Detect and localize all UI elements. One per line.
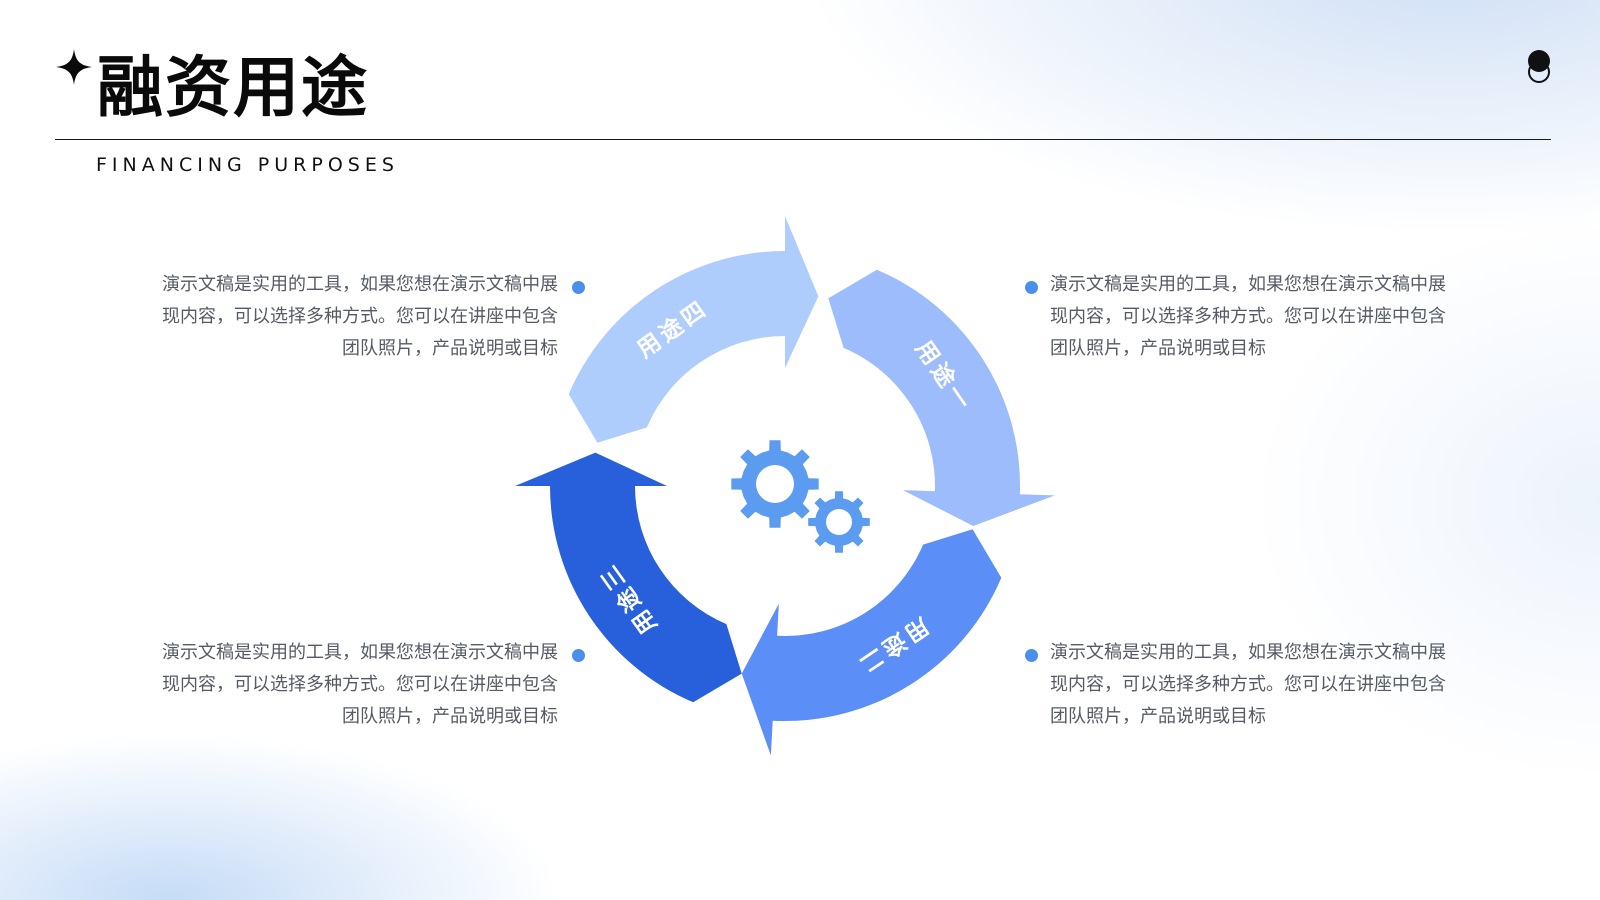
bullet-dot	[572, 281, 585, 294]
four-point-star-icon	[56, 49, 92, 85]
small-gear-icon	[808, 491, 870, 553]
cycle-segment-3	[515, 452, 742, 703]
page-subtitle: FINANCING PURPOSES	[96, 154, 399, 176]
description-bottom-right: 演示文稿是实用的工具，如果您想在演示文稿中展现内容，可以选择多种方式。您可以在讲…	[1050, 642, 1446, 727]
bullet-dot	[1025, 649, 1038, 662]
cycle-segment-1	[828, 269, 1055, 526]
description-bottom-left: 演示文稿是实用的工具，如果您想在演示文稿中展现内容，可以选择多种方式。您可以在讲…	[162, 642, 558, 727]
cycle-segment-2	[741, 529, 1002, 756]
bullet-dot	[572, 649, 585, 662]
page-title: 融资用途	[97, 49, 369, 126]
bullet-dot	[1025, 281, 1038, 294]
stacked-circles-icon	[1528, 50, 1550, 83]
cycle-segment-4	[568, 216, 819, 443]
description-top-left: 演示文稿是实用的工具，如果您想在演示文稿中展现内容，可以选择多种方式。您可以在讲…	[162, 274, 558, 359]
description-top-right: 演示文稿是实用的工具，如果您想在演示文稿中展现内容，可以选择多种方式。您可以在讲…	[1050, 274, 1446, 359]
gears-icon	[731, 440, 870, 553]
header-divider	[55, 139, 1551, 140]
large-gear-icon	[731, 440, 819, 528]
